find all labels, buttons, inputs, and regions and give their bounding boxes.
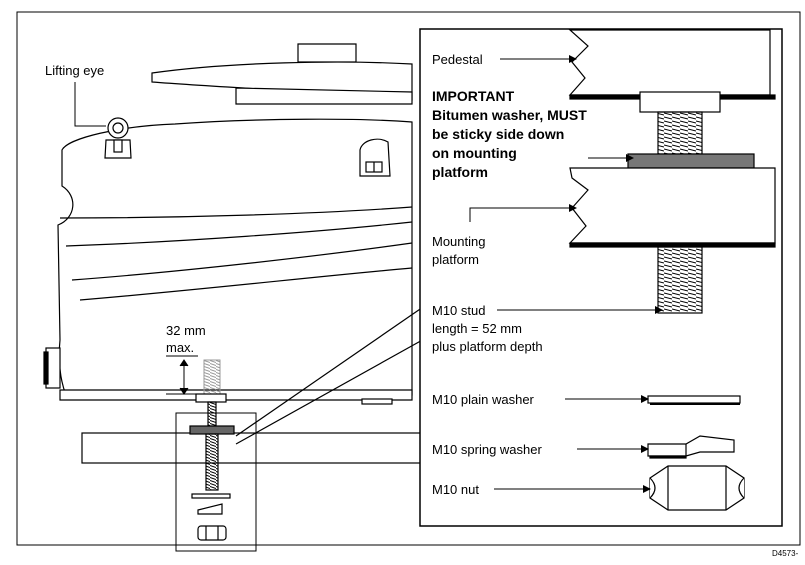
callout-line-lower (235, 337, 427, 445)
svg-text:IMPORTANT: IMPORTANT (432, 88, 515, 104)
drive-unit-body (43, 43, 413, 405)
drawing-code: D4573- (772, 549, 799, 558)
label-stud-length: length = 52 mm (432, 321, 522, 336)
stud-head (639, 91, 721, 113)
stud-protrusion (203, 359, 221, 395)
stud-upper-thread (657, 111, 703, 155)
callout-line-upper (235, 304, 427, 437)
mounting-lug-icon (359, 138, 391, 177)
label-stud-depth: plus platform depth (432, 339, 543, 354)
label-plain-washer: M10 plain washer (432, 392, 535, 407)
label-max: max. (166, 340, 194, 355)
diagram-frame (16, 11, 801, 546)
label-lifting-eye: Lifting eye (45, 63, 104, 78)
label-nut: M10 nut (432, 482, 479, 497)
label-mounting: Mounting (432, 234, 485, 249)
leader-mounting-platform (469, 207, 575, 222)
stud-assembly-left (189, 393, 235, 541)
lifting-eye-icon (104, 117, 132, 159)
label-platform: platform (432, 252, 479, 267)
mounting-platform-left (81, 432, 423, 464)
bitumen-washer (627, 153, 755, 169)
label-spring-washer: M10 spring washer (432, 442, 542, 457)
spring-washer (647, 435, 735, 459)
svg-text:on mounting: on mounting (432, 145, 517, 161)
label-32mm: 32 mm (166, 323, 206, 338)
plain-washer (647, 395, 741, 404)
svg-text:Bitumen washer, MUST: Bitumen washer, MUST (432, 107, 587, 123)
svg-text:be sticky side down: be sticky side down (432, 126, 564, 142)
svg-text:platform: platform (432, 164, 488, 180)
m10-nut (649, 465, 745, 511)
stud-lower-thread (657, 246, 703, 314)
mounting-platform-block (568, 167, 776, 248)
dimension-32mm (166, 355, 198, 395)
label-m10-stud: M10 stud (432, 303, 485, 318)
label-pedestal: Pedestal (432, 52, 483, 67)
pedestal-block (568, 29, 776, 100)
important-note: IMPORTANT Bitumen washer, MUST be sticky… (432, 88, 587, 180)
leader-lifting-eye (74, 82, 106, 127)
